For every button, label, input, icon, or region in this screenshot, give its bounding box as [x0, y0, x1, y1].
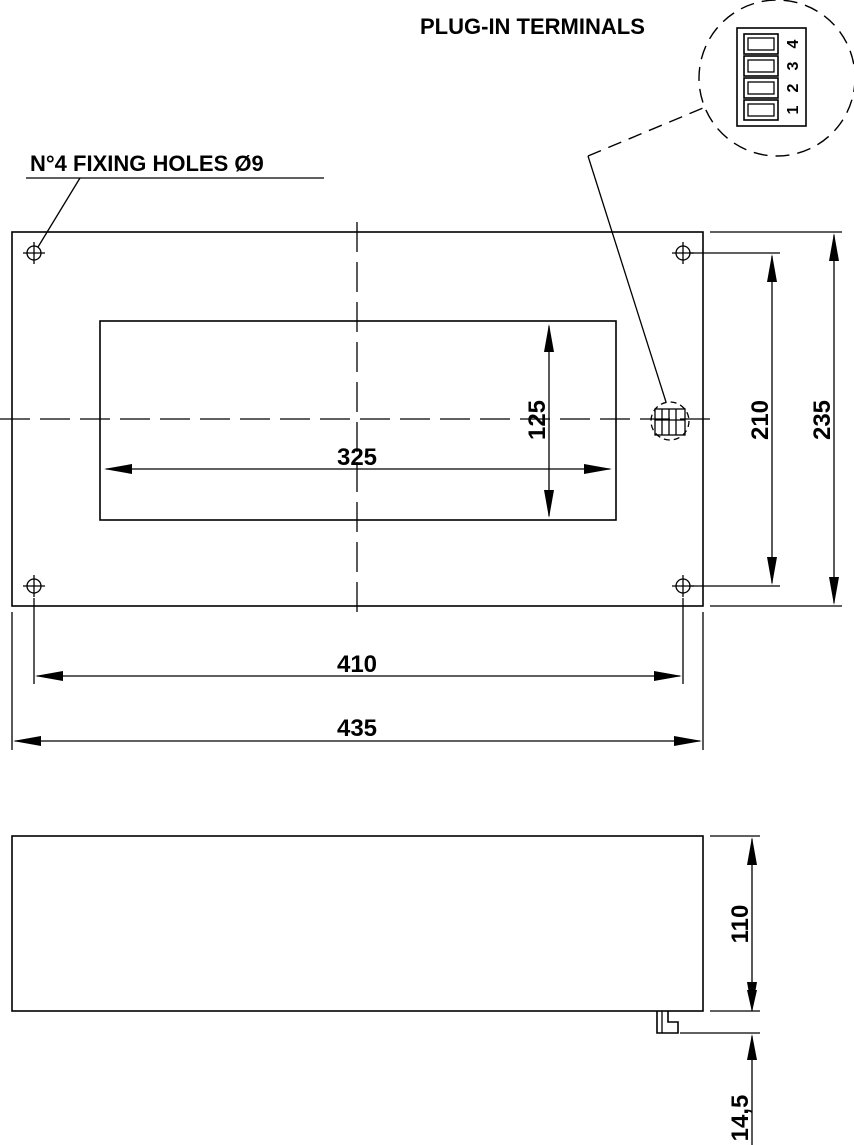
- plug-in-terminals-label: PLUG-IN TERMINALS: [420, 14, 645, 39]
- terminal-number: 3: [785, 61, 802, 70]
- display-cutout: [99, 320, 617, 521]
- terminal-number: 4: [785, 39, 802, 48]
- fixing-hole: [23, 242, 45, 264]
- dimension-hole-horizontal-spacing: 410: [33, 598, 684, 684]
- terminal-number: 1: [785, 105, 802, 114]
- fixing-holes-callout: N°4 FIXING HOLES Ø9: [26, 151, 324, 248]
- plug-in-terminals-detail: 1 2 3 4 PLUG-IN TERMINALS: [420, 0, 854, 403]
- detail-circle: [698, 0, 854, 157]
- dimension-overall-width: 435: [11, 612, 704, 750]
- terminal-number: 2: [785, 83, 802, 92]
- dimension-label: 325: [337, 444, 377, 471]
- dimension-overall-height: 235: [710, 231, 842, 607]
- dimension-label: 14,5: [727, 1095, 754, 1142]
- dimension-label: 235: [809, 400, 836, 440]
- fixing-hole: [23, 575, 45, 597]
- dimension-label: 435: [337, 715, 377, 742]
- side-body-outline: [11, 835, 704, 1012]
- side-view: [11, 835, 704, 1034]
- terminal-slot: [743, 77, 779, 99]
- fixing-holes-label: N°4 FIXING HOLES Ø9: [30, 151, 264, 176]
- dimension-label: 110: [727, 905, 754, 944]
- dimension-label: 410: [337, 651, 377, 678]
- terminal-slot: [743, 99, 779, 121]
- dimension-cutout-width: 325: [104, 444, 612, 474]
- dimension-terminal-protrusion: 14,5: [680, 990, 760, 1145]
- terminal-slot: [743, 33, 779, 55]
- terminal-block-small: [650, 401, 690, 441]
- terminal-slot: [743, 55, 779, 77]
- dimension-label: 125: [524, 400, 551, 440]
- front-view: [0, 222, 715, 618]
- dimension-hole-vertical-spacing: 210: [690, 252, 780, 587]
- side-terminal-protrusion: [656, 1011, 679, 1034]
- dimension-depth: 110: [710, 835, 760, 1012]
- dimension-label: 210: [747, 400, 774, 440]
- dimension-cutout-height: 125: [524, 324, 554, 518]
